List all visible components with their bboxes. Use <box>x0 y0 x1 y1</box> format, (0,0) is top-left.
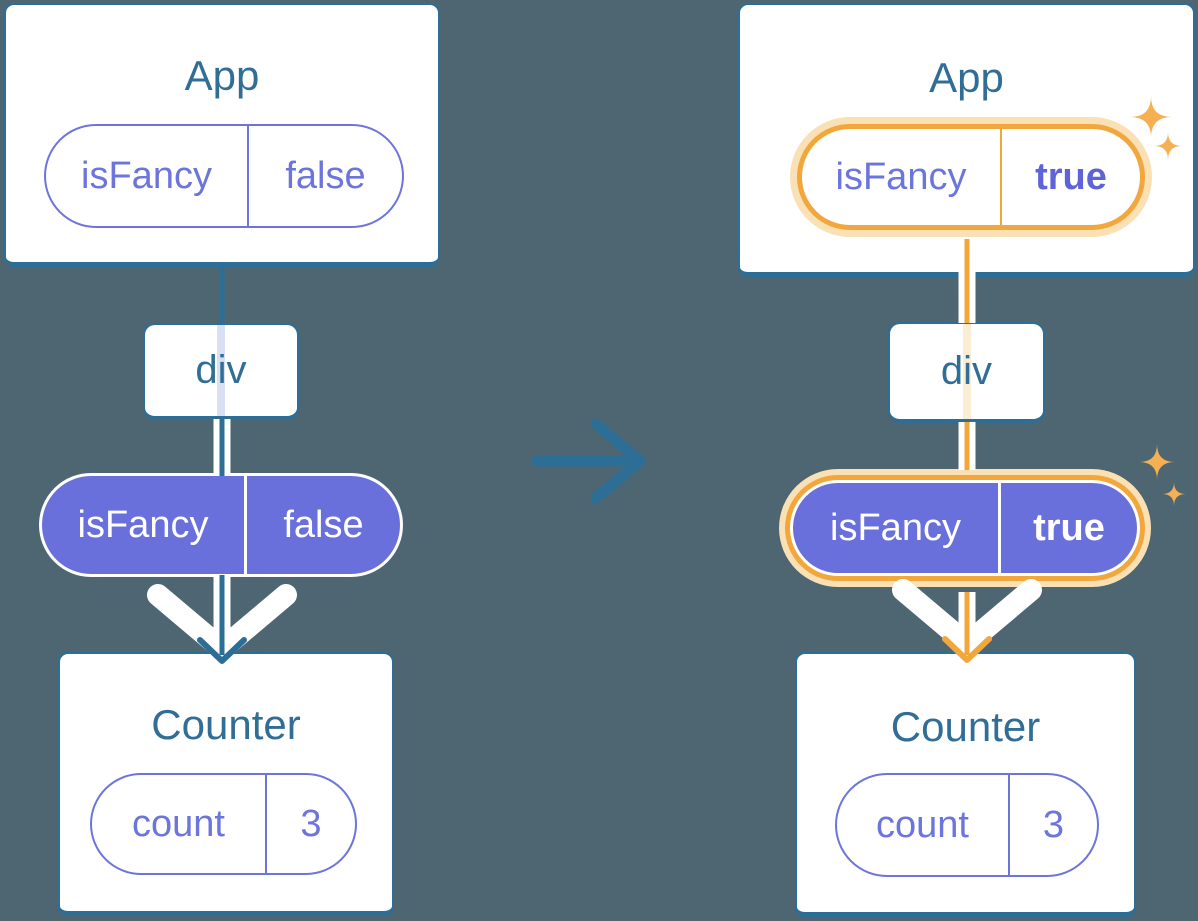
sparkle-icon <box>1162 482 1186 506</box>
right-app-card-title: App <box>929 54 1004 101</box>
left-counter-state-key: count <box>92 775 267 873</box>
right-counter-card: Counter count 3 <box>795 652 1136 917</box>
left-app-card: App isFancy false <box>4 3 440 267</box>
left-counter-card-title: Counter <box>151 701 301 748</box>
left-div-to-pill-pipe <box>213 419 231 476</box>
white-chevron-down-icon <box>892 579 1042 655</box>
left-counter-state-value: 3 <box>300 802 322 845</box>
right-passed-prop-value: true <box>1033 506 1105 549</box>
right-counter-card-title: Counter <box>890 703 1041 750</box>
left-app-prop-value: false <box>285 154 366 197</box>
right-counter-state-pill: count 3 <box>835 773 1099 877</box>
sparkle-icon <box>1139 444 1175 480</box>
left-counter-card: Counter count 3 <box>58 652 394 916</box>
sparkles-passed-pill <box>1139 444 1186 506</box>
right-div-to-pill-pipe <box>958 422 976 470</box>
left-app-prop-key: isFancy <box>46 126 249 226</box>
left-app-prop-pill: isFancy false <box>44 124 404 228</box>
right-counter-state-value: 3 <box>1042 803 1065 846</box>
right-app-prop-pill-highlighted: isFancy true <box>797 124 1145 230</box>
left-div-node: div <box>143 323 299 420</box>
right-app-card: App isFancy true <box>738 3 1195 277</box>
transition-arrow-icon <box>531 418 646 504</box>
left-div-label: div <box>195 348 247 392</box>
white-chevron-down-icon <box>147 584 297 660</box>
right-div-label: div <box>940 349 993 393</box>
left-passed-prop-value: false <box>283 503 364 546</box>
right-pill-to-counter-arrow <box>892 579 1042 663</box>
right-prop-pipe-through-div <box>962 324 971 419</box>
left-passed-prop-pill: isFancy false <box>39 473 403 577</box>
right-app-prop-key: isFancy <box>802 129 1002 225</box>
right-app-prop-value: true <box>1035 155 1107 198</box>
left-counter-state-pill: count 3 <box>90 773 357 875</box>
right-passed-prop-pill-highlighted: isFancy true <box>790 480 1140 576</box>
left-app-card-title: App <box>184 52 260 99</box>
left-prop-pipe-through-div <box>217 325 225 416</box>
right-counter-state-key: count <box>837 775 1010 875</box>
left-passed-prop-key: isFancy <box>42 476 247 574</box>
right-div-node: div <box>888 322 1045 423</box>
right-passed-prop-key: isFancy <box>793 483 1001 573</box>
left-pill-to-counter-arrow <box>147 575 297 664</box>
